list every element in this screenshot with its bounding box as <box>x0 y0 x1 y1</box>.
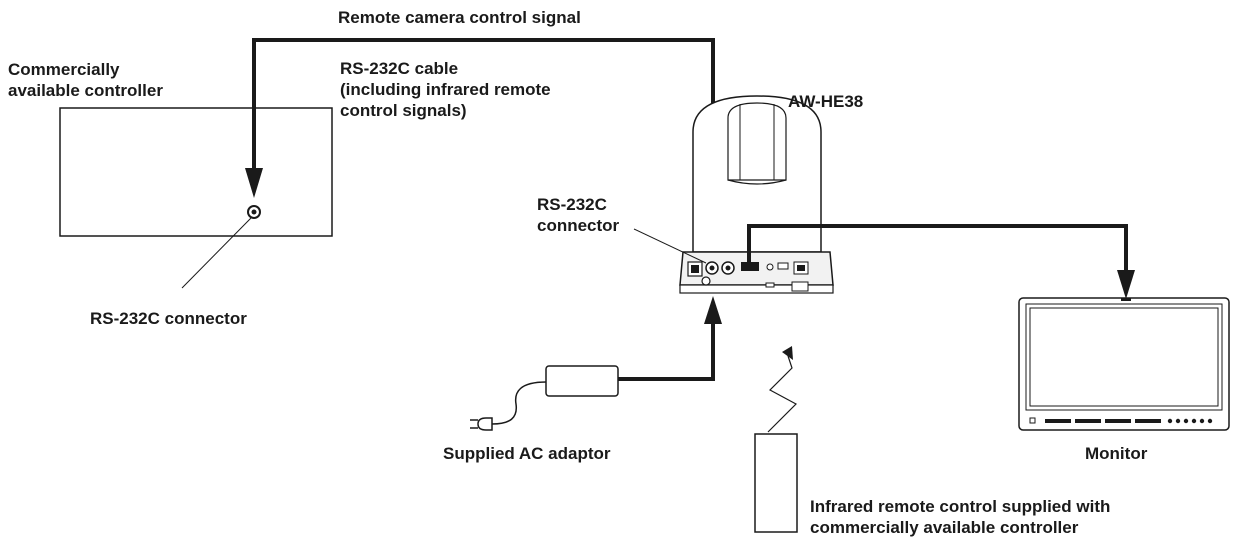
arrowhead-controller <box>245 168 263 198</box>
ac-cord <box>491 381 547 425</box>
arrowhead-monitor <box>1117 270 1135 299</box>
camera-connector-line-1: RS-232C <box>537 195 607 214</box>
camera-connector-leader <box>633 228 707 264</box>
controller-title-line-1: Commercially <box>8 60 120 79</box>
cable-label: RS-232C cable (including infrared remote… <box>340 58 551 121</box>
controller-box <box>59 107 333 237</box>
infrared-remote <box>754 433 798 533</box>
monitor-label: Monitor <box>1085 444 1148 463</box>
controller-title-line-2: available controller <box>8 81 163 100</box>
cable-label-line-1: RS-232C cable <box>340 59 459 78</box>
ac-plug-icon <box>470 417 493 431</box>
controller-title: Commercially available controller <box>8 59 163 101</box>
camera-connector-line-2: connector <box>537 216 620 235</box>
remote-control-line-2: commercially available controller <box>810 518 1079 537</box>
controller-connector-leader <box>181 217 252 289</box>
controller-connector-label: RS-232C connector <box>90 309 247 328</box>
cable-label-line-2: (including infrared remote <box>340 80 551 99</box>
remote-control-line-1: Infrared remote control supplied with <box>810 497 1111 516</box>
power-cable <box>618 322 715 381</box>
arrowhead-power <box>704 296 722 324</box>
ac-adaptor-label: Supplied AC adaptor <box>443 444 611 463</box>
remote-control-label: Infrared remote control supplied with co… <box>810 496 1110 538</box>
infrared-signal <box>767 355 797 433</box>
camera-aw-he38 <box>679 95 834 294</box>
camera-model-label: AW-HE38 <box>788 92 864 111</box>
infrared-arrowhead <box>782 346 793 360</box>
monitor-device <box>1018 297 1230 431</box>
ac-adaptor-body <box>545 365 619 397</box>
camera-connector-label: RS-232C connector <box>537 194 619 236</box>
signal-title: Remote camera control signal <box>338 8 581 27</box>
monitor-cable <box>747 224 1128 272</box>
cable-label-line-3: control signals) <box>340 101 467 120</box>
